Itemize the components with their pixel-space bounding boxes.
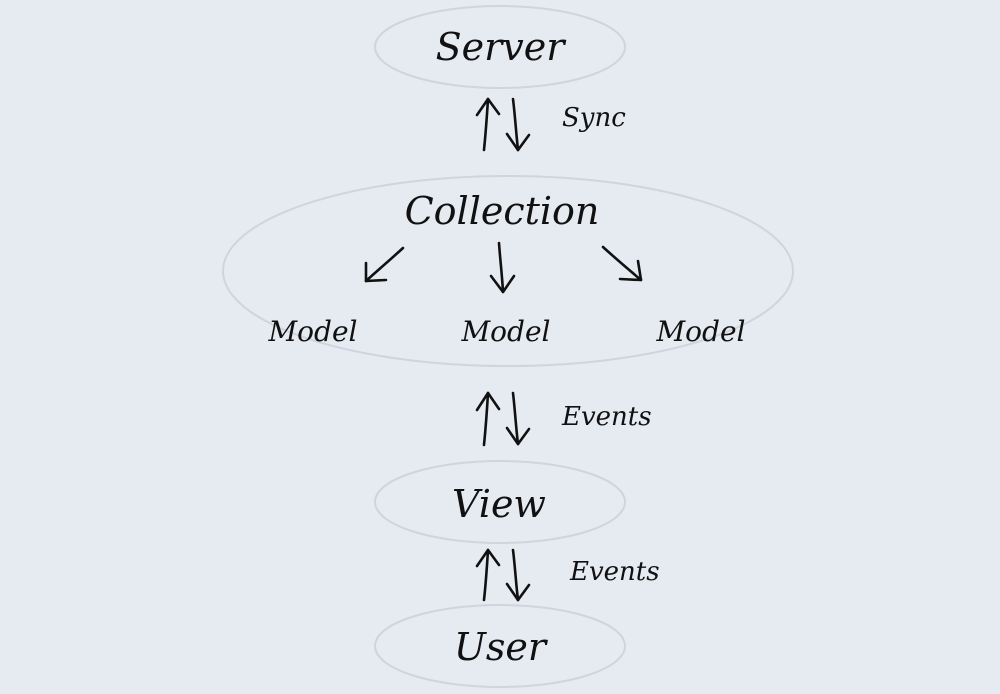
events-edge-label-lower: Events: [569, 557, 660, 587]
collection-ellipse: [222, 175, 794, 367]
view-node: View: [374, 460, 626, 544]
user-label: User: [454, 625, 549, 669]
sync-edge-label: Sync: [562, 103, 626, 133]
up-arrow-icon: [475, 391, 501, 447]
collection-node: Collection Model Model Model: [222, 175, 794, 367]
server-node: Server: [374, 5, 626, 89]
up-arrow-icon: [475, 548, 501, 602]
collection-label: Collection: [405, 189, 600, 233]
model-label-left: Model: [268, 315, 358, 348]
view-label: View: [452, 482, 546, 526]
events-edge-label-upper: Events: [561, 402, 652, 432]
down-arrow-icon: [505, 548, 531, 602]
view-user-arrows: Events: [475, 548, 660, 602]
up-arrow-icon: [475, 97, 501, 152]
down-arrow-icon: [505, 97, 531, 152]
user-node: User: [374, 604, 626, 688]
down-right-arrow-icon: [601, 245, 643, 282]
down-arrow-icon: [489, 241, 516, 294]
user-ellipse: [374, 604, 626, 688]
model-label-center: Model: [461, 315, 551, 348]
down-arrow-icon: [505, 391, 531, 446]
server-label: Server: [436, 25, 568, 69]
model-label-right: Model: [656, 315, 746, 348]
down-left-arrow-icon: [364, 246, 405, 283]
collection-view-arrows: Events: [475, 391, 652, 447]
server-ellipse: [374, 5, 626, 89]
server-collection-arrows: Sync: [475, 97, 626, 152]
view-ellipse: [374, 460, 626, 544]
